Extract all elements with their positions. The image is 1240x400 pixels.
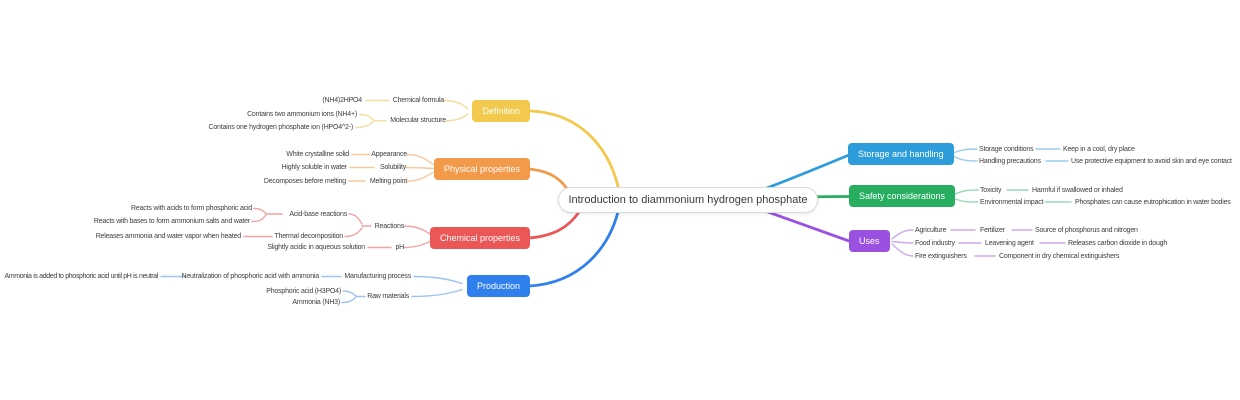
branch-node-definition[interactable]: Definition (472, 100, 530, 122)
label-handling-precautions[interactable]: Handling precautions (979, 158, 1041, 165)
link-production-branch (527, 210, 620, 288)
label-ammonia-nh3[interactable]: Ammonia (NH3) (292, 299, 340, 306)
label-ammonia-added[interactable]: Ammonia is added to phosphoric acid unti… (4, 273, 158, 280)
branch-node-production[interactable]: Production (466, 275, 530, 297)
link-safety-children (953, 189, 1072, 203)
label-melting-point-value[interactable]: Decomposes before melting (263, 178, 346, 185)
label-manufacturing-process[interactable]: Manufacturing process (344, 273, 411, 280)
label-fire-extinguishers[interactable]: Fire extinguishers (915, 253, 967, 260)
label-leavening-agent-value[interactable]: Releases carbon dioxide in dough (1068, 240, 1168, 247)
branch-node-physical-properties[interactable]: Physical properties (433, 158, 530, 180)
label-molecular-structure[interactable]: Molecular structure (390, 117, 446, 124)
label-chemical-formula[interactable]: Chemical formula (392, 97, 444, 104)
label-neutralization[interactable]: Neutralization of phosphoric acid with a… (181, 273, 320, 280)
label-environmental-impact-value[interactable]: Phosphates can cause eutrophication in w… (1075, 199, 1231, 206)
label-solubility[interactable]: Solubility (379, 164, 406, 171)
label-storage-conditions[interactable]: Storage conditions (979, 146, 1034, 153)
link-definition-children (355, 99, 469, 129)
label-leavening-agent[interactable]: Leavening agent (985, 240, 1034, 247)
label-raw-materials[interactable]: Raw materials (367, 293, 409, 300)
label-hydrogen-phosphate-ion[interactable]: Contains one hydrogen phosphate ion (HPO… (208, 124, 354, 131)
branch-node-uses[interactable]: Uses (849, 230, 890, 252)
link-storage-children (952, 148, 1069, 162)
label-handling-precautions-value[interactable]: Use protective equipment to avoid skin a… (1071, 158, 1232, 165)
label-thermal-decomposition-value[interactable]: Releases ammonia and water vapor when he… (95, 233, 241, 240)
label-agriculture[interactable]: Agriculture (915, 227, 947, 234)
label-fertilizer-value[interactable]: Source of phosphorus and nitrogen (1035, 227, 1138, 234)
label-appearance[interactable]: Appearance (371, 151, 407, 158)
label-ammonium-ions[interactable]: Contains two ammonium ions (NH4+) (247, 111, 357, 118)
label-reacts-with-bases[interactable]: Reacts with bases to form ammonium salts… (93, 218, 250, 225)
label-ph-value[interactable]: Slightly acidic in aqueous solution (267, 244, 365, 251)
branch-node-chemical-properties[interactable]: Chemical properties (429, 227, 530, 249)
link-physical-children (348, 153, 434, 182)
branch-node-storage-and-handling[interactable]: Storage and handling (848, 143, 954, 165)
label-solubility-value[interactable]: Highly soluble in water (281, 164, 348, 171)
label-thermal-decomposition[interactable]: Thermal decomposition (274, 233, 343, 240)
label-chemical-formula-value[interactable]: (NH4)2HPO4 (322, 97, 362, 104)
link-production-children (160, 275, 463, 304)
label-acid-base-reactions[interactable]: Acid-base reactions (289, 211, 347, 218)
label-reactions[interactable]: Reactions (374, 223, 405, 230)
label-reacts-with-acids[interactable]: Reacts with acids to form phosphoric aci… (131, 205, 252, 212)
label-melting-point[interactable]: Melting point (369, 178, 407, 185)
label-appearance-value[interactable]: White crystalline solid (286, 151, 349, 158)
label-ph[interactable]: pH (395, 244, 404, 251)
link-uses-children (891, 229, 1066, 257)
link-chemical-branch (527, 210, 581, 240)
label-toxicity[interactable]: Toxicity (980, 187, 1002, 194)
link-chemical-children (243, 207, 433, 249)
label-fertilizer[interactable]: Fertilizer (980, 227, 1005, 234)
branch-node-safety-considerations[interactable]: Safety considerations (849, 185, 956, 207)
label-food-industry[interactable]: Food industry (915, 240, 955, 247)
label-toxicity-value[interactable]: Harmful if swallowed or inhaled (1032, 187, 1123, 194)
label-phosphoric-acid[interactable]: Phosphoric acid (H3PO4) (266, 288, 341, 295)
link-definition-branch (528, 109, 622, 198)
label-fire-extinguishers-value[interactable]: Component in dry chemical extinguishers (999, 253, 1120, 260)
central-topic-node[interactable]: Introduction to diammonium hydrogen phos… (558, 187, 818, 213)
label-environmental-impact[interactable]: Environmental impact (980, 199, 1044, 206)
label-storage-conditions-value[interactable]: Keep in a cool, dry place (1063, 146, 1135, 153)
